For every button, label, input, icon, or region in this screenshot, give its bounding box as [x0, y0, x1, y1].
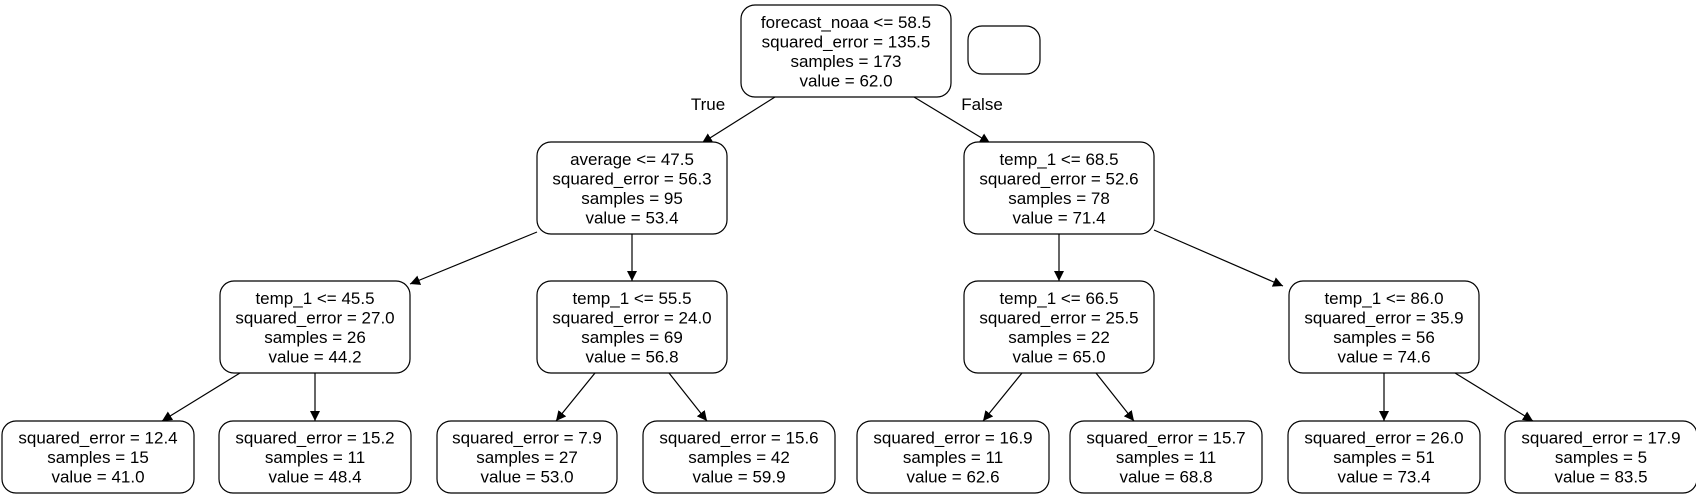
- node-text-line: samples = 56: [1333, 328, 1435, 347]
- node-text-line: samples = 11: [903, 448, 1003, 467]
- node-text-line: squared_error = 16.9: [873, 429, 1032, 448]
- node-box: [642, 420, 836, 494]
- edge-arrow-n3-to-n7: [161, 372, 241, 422]
- node-text-line: squared_error = 15.6: [659, 429, 818, 448]
- node-text-line: value = 83.5: [1554, 468, 1647, 487]
- node-text-line: average <= 47.5: [570, 150, 694, 169]
- edge-arrow-n5-to-n12: [1095, 372, 1135, 422]
- edge-arrow-n2-to-n6: [1153, 229, 1284, 287]
- node-text-line: samples = 22: [1008, 328, 1110, 347]
- node-text-line: temp_1 <= 66.5: [999, 289, 1118, 308]
- node-text-line: squared_error = 27.0: [235, 308, 394, 327]
- legend-box: [967, 25, 1041, 75]
- edge-arrow-n4-to-n9: [555, 372, 596, 422]
- node-box: [963, 141, 1155, 235]
- node-text-line: samples = 11: [1116, 448, 1216, 467]
- node-box: [219, 280, 411, 374]
- node-text-line: samples = 51: [1333, 448, 1435, 467]
- node-box: [536, 280, 728, 374]
- node-box: [1288, 280, 1480, 374]
- node-text-line: temp_1 <= 55.5: [572, 289, 691, 308]
- node-text-line: squared_error = 17.9: [1521, 429, 1680, 448]
- node-text-line: squared_error = 12.4: [18, 429, 177, 448]
- node-box: [1504, 420, 1696, 494]
- node-text-line: value = 65.0: [1012, 347, 1105, 366]
- node-box: [963, 280, 1155, 374]
- edge-label-false: False: [961, 95, 1003, 114]
- node-text-line: samples = 11: [265, 448, 365, 467]
- node-text-line: temp_1 <= 86.0: [1324, 289, 1443, 308]
- node-text-line: squared_error = 26.0: [1304, 429, 1463, 448]
- node-text-line: samples = 15: [47, 448, 149, 467]
- node-text-line: squared_error = 7.9: [452, 429, 602, 448]
- edge-arrow-n0-to-n1: [701, 96, 776, 144]
- node-box: [536, 141, 728, 235]
- edge-arrow-n0-to-n2: [913, 96, 991, 144]
- node-text-line: squared_error = 25.5: [979, 308, 1138, 327]
- node-text-line: value = 53.4: [585, 208, 678, 227]
- node-box: [436, 420, 618, 494]
- node-text-line: value = 44.2: [268, 347, 361, 366]
- edge-label-true: True: [691, 95, 725, 114]
- node-text-line: squared_error = 15.2: [235, 429, 394, 448]
- node-text-line: squared_error = 35.9: [1304, 308, 1463, 327]
- edge-arrow-n5-to-n11: [982, 372, 1023, 422]
- node-text-line: samples = 5: [1555, 448, 1647, 467]
- node-text-line: samples = 42: [688, 448, 790, 467]
- node-text-line: squared_error = 24.0: [552, 308, 711, 327]
- node-text-line: value = 71.4: [1012, 208, 1105, 227]
- node-text-line: temp_1 <= 68.5: [999, 150, 1118, 169]
- node-text-line: samples = 95: [581, 189, 683, 208]
- node-text-line: forecast_noaa <= 58.5: [761, 13, 931, 32]
- node-box: [967, 25, 1041, 75]
- node-text-line: value = 73.4: [1337, 468, 1430, 487]
- edge-arrow-n1-to-n3: [409, 231, 538, 285]
- node-text-line: squared_error = 135.5: [762, 32, 931, 51]
- node-box: [856, 420, 1050, 494]
- node-box: [218, 420, 412, 494]
- node-text-line: value = 56.8: [585, 347, 678, 366]
- node-box: [1069, 420, 1263, 494]
- node-box: [740, 4, 952, 98]
- node-text-line: value = 62.6: [906, 468, 999, 487]
- node-text-line: samples = 173: [790, 52, 901, 71]
- node-box: [1287, 420, 1481, 494]
- node-text-line: value = 59.9: [692, 468, 785, 487]
- node-text-line: squared_error = 52.6: [979, 169, 1138, 188]
- edge-arrow-n4-to-n10: [668, 372, 708, 422]
- node-text-line: temp_1 <= 45.5: [255, 289, 374, 308]
- node-text-line: squared_error = 56.3: [552, 169, 711, 188]
- node-text-line: value = 68.8: [1119, 468, 1212, 487]
- node-text-line: squared_error = 15.7: [1086, 429, 1245, 448]
- edge-arrow-n6-to-n14: [1454, 372, 1534, 422]
- node-text-line: value = 53.0: [480, 468, 573, 487]
- node-text-line: value = 74.6: [1337, 347, 1430, 366]
- node-text-line: value = 41.0: [51, 468, 144, 487]
- node-text-line: samples = 26: [264, 328, 366, 347]
- node-text-line: samples = 27: [476, 448, 578, 467]
- edges-layer: True False: [161, 95, 1534, 422]
- node-text-line: samples = 69: [581, 328, 683, 347]
- node-text-line: value = 48.4: [268, 468, 361, 487]
- node-text-line: samples = 78: [1008, 189, 1110, 208]
- node-text-line: value = 62.0: [799, 71, 892, 90]
- node-box: [1, 420, 195, 494]
